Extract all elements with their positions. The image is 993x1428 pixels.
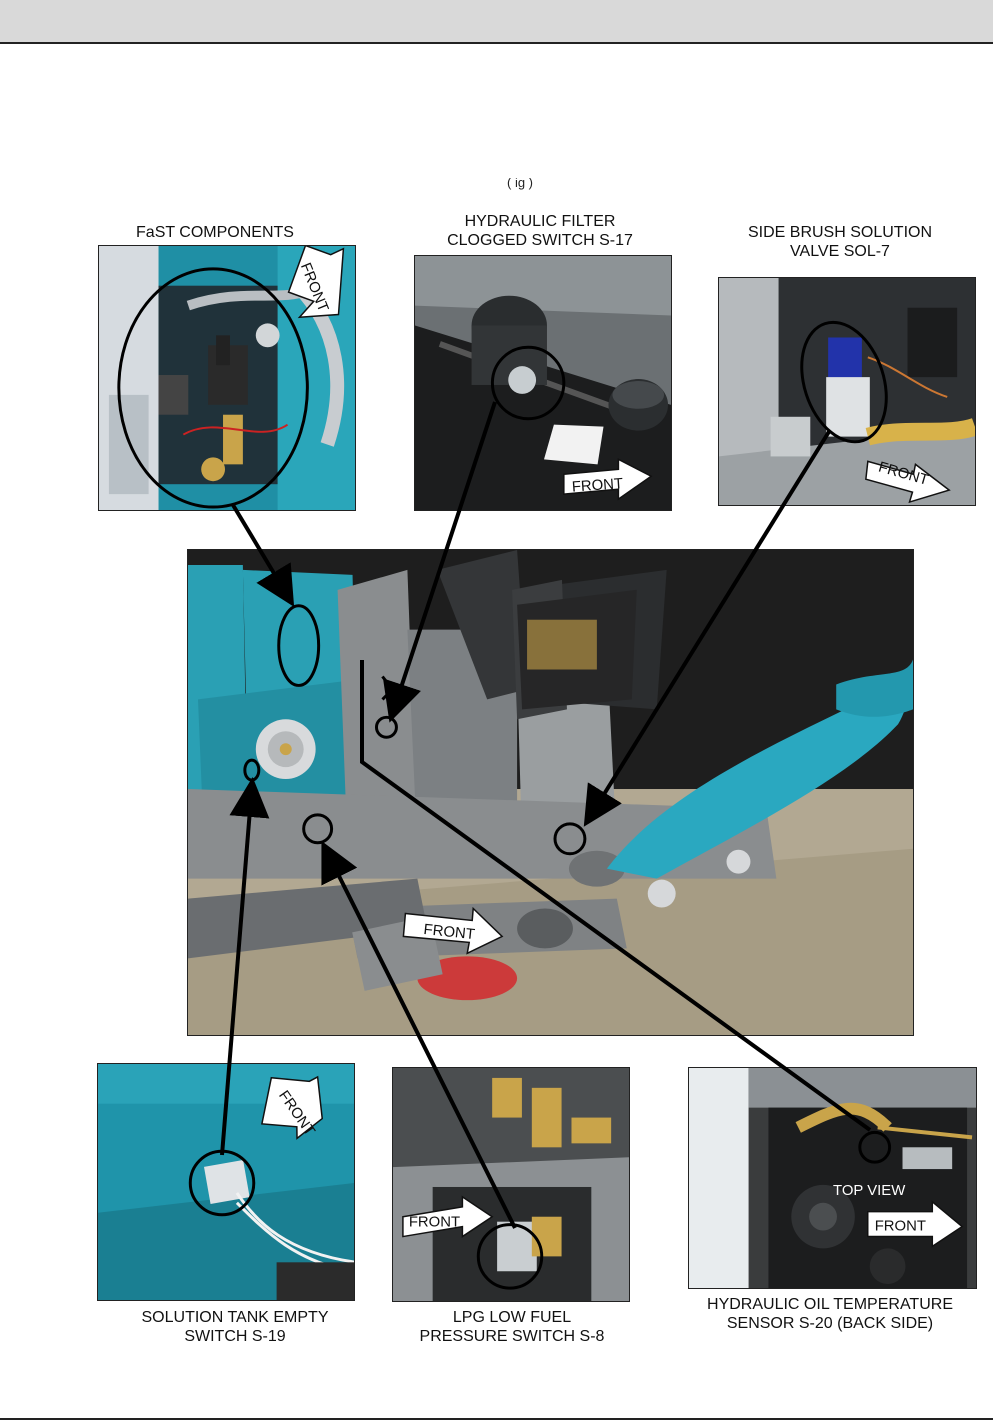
caption-hydraulic-filter: HYDRAULIC FILTER CLOGGED SWITCH S-17 [447,213,633,249]
page-footer-rule [0,1418,993,1420]
photo-lpg-switch: FRONT [392,1067,630,1302]
figure-title-fragment: ( ig ) [507,178,533,190]
photo-fast-components: FRONT [98,245,356,511]
photo-solution-tank: FRONT [97,1063,355,1301]
photo-main-machine: FRONT [187,549,914,1036]
caption-solution-tank: SOLUTION TANK EMPTY SWITCH S-19 [141,1309,329,1345]
photo-hydraulic-oil-sensor: TOP VIEW FRONT [688,1067,977,1289]
photo-hydraulic-filter: FRONT [414,255,672,511]
front-label: FRONT [875,1219,926,1235]
page-header-band [0,0,993,44]
photo-side-brush-valve: FRONT [718,277,976,506]
caption-side-brush-valve: SIDE BRUSH SOLUTION VALVE SOL-7 [747,224,933,260]
front-label: FRONT [409,1215,460,1231]
top-view-label: TOP VIEW [833,1183,905,1199]
caption-hydraulic-oil-sensor: HYDRAULIC OIL TEMPERATURE SENSOR S-20 (B… [707,1296,953,1332]
caption-fast-components: FaST COMPONENTS [136,224,294,241]
caption-lpg-switch: LPG LOW FUEL PRESSURE SWITCH S-8 [419,1309,605,1345]
